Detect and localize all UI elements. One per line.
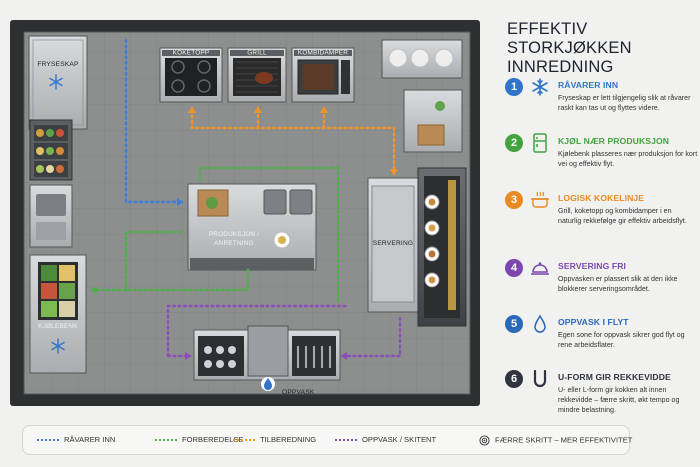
combi-steamer-station: KOMBIDAMPER: [291, 47, 355, 103]
step-heading: SERVERING FRI: [558, 261, 626, 271]
step-description: Grill, koketopp og kombidamper i en natu…: [558, 207, 687, 226]
step-number: 5: [505, 315, 523, 333]
serving-label: SERVERING: [373, 240, 414, 247]
cold-bench: KJØLEBENK: [29, 254, 87, 374]
flow-path-ravarer-inn: [124, 38, 184, 204]
legend-item-oppvask: OPPVASK / SKITENT: [335, 435, 436, 444]
dishwashing-station: [193, 325, 341, 381]
legend-swatch: [335, 439, 357, 441]
panel-title-line2: INNREDNING: [507, 58, 614, 76]
legend-label: FORBEREDELSE: [182, 435, 244, 444]
step-number: 2: [505, 134, 523, 152]
production-label-line1: PRODUKSJON /: [209, 231, 259, 238]
legend-swatch: [37, 439, 59, 441]
grill-label: GRILL: [247, 50, 267, 57]
step-description: Kjølebenk plasseres nær produksjon for k…: [558, 150, 698, 169]
u-shape-icon: [533, 369, 547, 388]
target-icon: [479, 435, 490, 446]
legend-item-ravarer-inn: RÅVARER INN: [37, 435, 115, 444]
info-panel: EFFEKTIV STORKJØKKEN INNREDNING 1 RÅVARE…: [487, 0, 700, 414]
snowflake-icon: [51, 338, 65, 354]
production-island: PRODUKSJON / ANRETNING: [187, 183, 317, 271]
plate-shelf: [381, 39, 463, 79]
step-heading: RÅVARER INN: [558, 80, 619, 90]
snowflake-icon: [49, 74, 63, 90]
production-label-line2: ANRETNING: [214, 240, 253, 247]
water-drop-icon: [261, 377, 275, 391]
fridge-icon: [533, 133, 547, 153]
step-heading: OPPVASK I FLYT: [558, 317, 629, 327]
legend-swatch: [233, 439, 255, 441]
legend-label: TILBEREDNING: [260, 435, 317, 444]
grill-station: GRILL: [227, 47, 287, 103]
step-number: 6: [505, 370, 523, 388]
legend-footer: FÆRRE SKRITT – MER EFFEKTIVITET: [479, 435, 632, 446]
stovetop-label: KOKETOPP: [173, 50, 210, 57]
ingredient-shelf: [29, 119, 73, 181]
freezer-cabinet: FRYSESKAP: [28, 35, 88, 130]
water-drop-icon: [534, 314, 546, 333]
step-heading: U-FORM GIR REKKEVIDDE: [558, 372, 671, 382]
stovetop-station: KOKETOPP: [159, 47, 223, 103]
legend-swatch: [155, 439, 177, 441]
flow-legend: RÅVARER INN FORBEREDELSE TILBEREDNING OP…: [22, 425, 632, 455]
step-number: 3: [505, 191, 523, 209]
cold-bench-label: KJØLEBENK: [38, 323, 78, 330]
step-heading: KJØL NÆR PRODUKSJON: [558, 136, 670, 146]
snowflake-icon: [532, 78, 548, 96]
step-description: Fryseskap er lett tilgjengelig slik at r…: [558, 94, 691, 113]
step-description: Egen sone for oppvask sikrer god flyt og…: [558, 331, 685, 350]
flow-path-tilberedning: [190, 108, 396, 174]
step-number: 4: [505, 259, 523, 277]
hand-sink: [29, 184, 73, 248]
flow-path-oppvask: [166, 304, 350, 358]
serving-counter: SERVERING: [367, 167, 467, 327]
pot-icon: [531, 191, 549, 208]
cloche-icon: [531, 262, 549, 275]
right-prep-counter: [403, 89, 463, 153]
legend-label: OPPVASK / SKITENT: [362, 435, 437, 444]
panel-title-line1: EFFEKTIV STORKJØKKEN: [507, 20, 632, 57]
legend-label: RÅVARER INN: [64, 435, 116, 444]
legend-item-tilberedning: TILBEREDNING: [233, 435, 316, 444]
legend-item-forberedelse: FORBEREDELSE: [155, 435, 244, 444]
step-number: 1: [505, 78, 523, 96]
freezer-label: FRYSESKAP: [37, 61, 79, 68]
step-description: Oppvasken er plassert slik at den ikke b…: [558, 275, 678, 294]
dishwashing-label: OPPVASK: [282, 389, 315, 396]
kitchen-floor-plan: FRYSESKAP KJØLEBENK KOKETOPP: [10, 20, 480, 406]
panel-title: EFFEKTIV STORKJØKKEN INNREDNING: [507, 20, 697, 77]
step-heading: LOGISK KOKELINJE: [558, 193, 645, 203]
combi-steamer-label: KOMBIDAMPER: [298, 50, 348, 57]
step-description: U- eller L-form gir kokken alt innen rek…: [558, 386, 680, 415]
legend-footer-text: FÆRRE SKRITT – MER EFFEKTIVITET: [495, 435, 633, 445]
